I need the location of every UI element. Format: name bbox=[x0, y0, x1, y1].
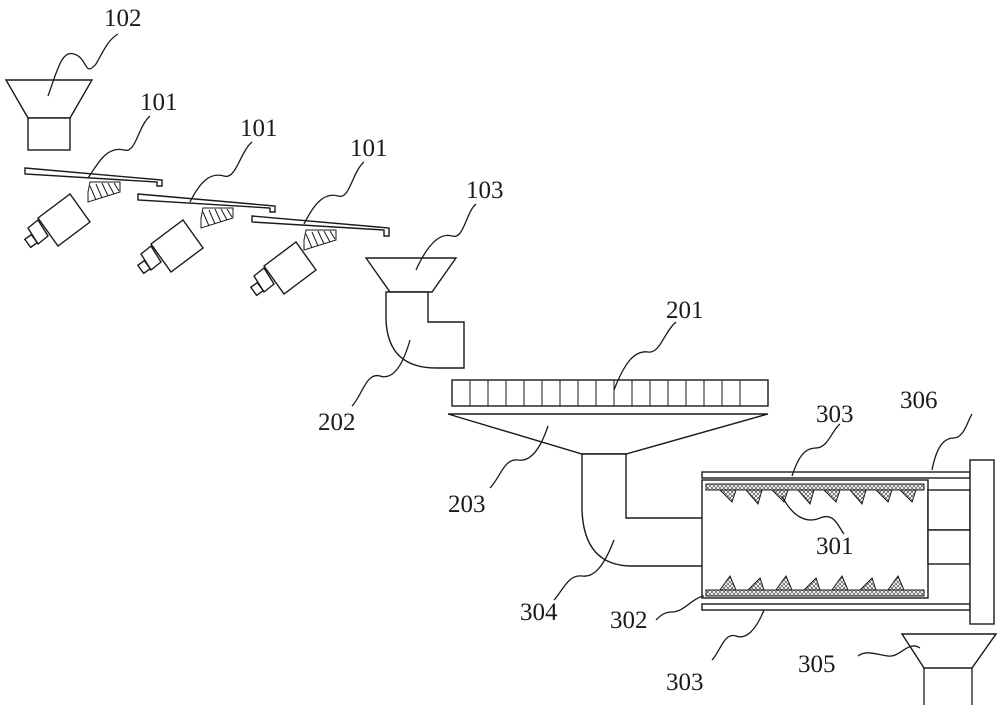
discharge-hopper-305 bbox=[900, 633, 998, 705]
label-306: 306 bbox=[900, 387, 938, 414]
chute-unit-3 bbox=[249, 215, 390, 297]
label-101-b: 101 bbox=[240, 115, 278, 142]
connector-blocks bbox=[927, 489, 971, 565]
upper-liner bbox=[705, 483, 925, 491]
guide-rod-bottom bbox=[701, 603, 971, 611]
label-303-bottom: 303 bbox=[666, 669, 704, 696]
guide-rod-top bbox=[701, 471, 971, 479]
label-201: 201 bbox=[666, 297, 704, 324]
label-303-top: 303 bbox=[816, 401, 854, 428]
label-203: 203 bbox=[448, 491, 486, 518]
lower-teeth bbox=[719, 574, 905, 591]
motor-2 bbox=[136, 219, 204, 275]
label-101-c: 101 bbox=[350, 135, 388, 162]
chute-unit-1 bbox=[23, 167, 163, 249]
label-305: 305 bbox=[798, 651, 836, 678]
label-302: 302 bbox=[610, 607, 648, 634]
label-304: 304 bbox=[520, 599, 558, 626]
label-202: 202 bbox=[318, 409, 356, 436]
roller-bed-201 bbox=[451, 379, 769, 407]
label-301: 301 bbox=[816, 533, 854, 560]
label-103: 103 bbox=[466, 177, 504, 204]
lower-liner bbox=[705, 589, 925, 597]
upper-teeth bbox=[718, 489, 917, 506]
chute-unit-2 bbox=[136, 193, 276, 275]
label-102: 102 bbox=[104, 5, 142, 32]
feed-hopper-102 bbox=[4, 79, 94, 151]
spring-3 bbox=[303, 229, 337, 251]
hopper-103 bbox=[364, 257, 458, 293]
collecting-hopper-203 bbox=[447, 413, 769, 455]
reference-labels: 102 101 101 101 103 201 202 203 303 306 … bbox=[104, 5, 938, 696]
elbow-pipe-202 bbox=[385, 291, 465, 369]
spring-1 bbox=[87, 181, 121, 203]
elbow-pipe-304 bbox=[581, 453, 711, 567]
leader-lines bbox=[47, 33, 973, 661]
motor-1 bbox=[23, 193, 91, 249]
motor-3 bbox=[249, 241, 317, 297]
label-101-a: 101 bbox=[140, 89, 178, 116]
spring-2 bbox=[200, 207, 234, 229]
end-plate-306 bbox=[969, 459, 995, 625]
